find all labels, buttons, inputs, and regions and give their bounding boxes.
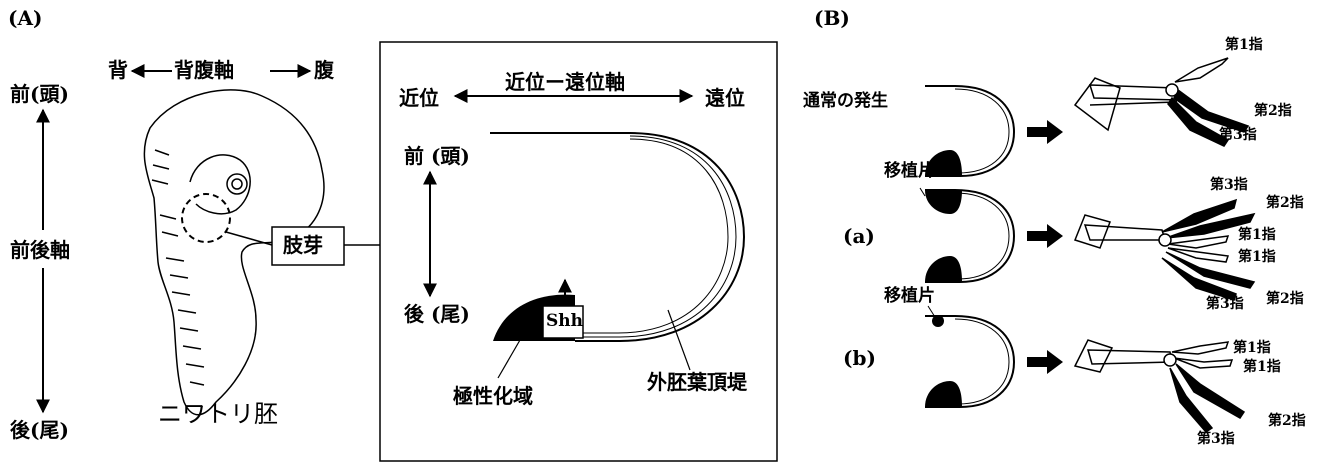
aer-label: 外胚葉頂堤 [647, 370, 747, 394]
limb-bud-highlight [181, 193, 231, 243]
pd-axis-distal: 遠位 [705, 86, 745, 110]
limb-bud-box [271, 226, 345, 266]
dv-axis-title: 背腹軸 [174, 58, 234, 82]
condition-b-label: (b) [843, 346, 876, 370]
pd-axis-proximal: 近位 [399, 86, 439, 110]
b-digit-3: 第3指 [1197, 431, 1235, 447]
normal-digit-3: 第3指 [1219, 127, 1257, 143]
inset-anterior: 前 (頭) [404, 144, 470, 168]
graft-a-label: 移植片 [884, 161, 935, 181]
normal-label: 通常の発生 [803, 91, 888, 111]
pd-axis-title: 近位ー遠位軸 [505, 70, 625, 94]
chick-embryo [143, 89, 325, 416]
result-arrow-b [1027, 350, 1063, 374]
panel-a-label: (A) [8, 6, 43, 30]
a-digit-3-bottom: 第3指 [1206, 296, 1244, 312]
dv-axis-dorsal: 背 [108, 58, 128, 82]
ap-axis-title: 前後軸 [10, 238, 70, 262]
condition-a-label: (a) [843, 224, 875, 248]
a-digit-2-top: 第2指 [1266, 195, 1304, 211]
a-digit-3-top: 第3指 [1210, 177, 1248, 193]
a-digit-1-bottom: 第1指 [1238, 249, 1276, 265]
graft-b-label: 移植片 [884, 286, 935, 306]
shh-label: Shh [546, 311, 583, 331]
bud-a [925, 189, 1016, 283]
result-arrow-a [1027, 224, 1063, 248]
a-digit-2-bottom: 第2指 [1266, 291, 1304, 307]
limb-bud-outline [490, 132, 746, 342]
graft-leader-a [919, 187, 926, 197]
zpa-label: 極性化域 [453, 384, 533, 408]
dv-axis-ventral: 腹 [314, 58, 334, 82]
bud-b [925, 315, 1016, 408]
b-digit-1-bottom: 第1指 [1243, 359, 1281, 375]
wing-a [1074, 198, 1256, 301]
aer-leader [667, 309, 691, 371]
wing-b [1073, 339, 1246, 433]
result-arrow-normal [1027, 120, 1063, 144]
normal-digit-1: 第1指 [1225, 37, 1263, 53]
limb-bud-label: 肢芽 [283, 233, 323, 257]
wing-normal [1073, 57, 1250, 147]
normal-digit-2: 第2指 [1254, 103, 1292, 119]
limb-bud-leader [225, 231, 273, 246]
bud-normal [925, 85, 1016, 177]
shh-box [542, 305, 584, 339]
ap-axis-posterior: 後(尾) [10, 418, 69, 442]
b-digit-2: 第2指 [1268, 413, 1306, 429]
ap-axis-anterior: 前(頭) [10, 82, 69, 106]
b-digit-1-top: 第1指 [1233, 340, 1271, 356]
a-digit-1-top: 第1指 [1238, 227, 1276, 243]
embryo-caption: ニワトリ胚 [158, 400, 278, 428]
graft-leader-b [927, 305, 936, 318]
inset-posterior: 後 (尾) [404, 302, 470, 326]
inset-frame [379, 41, 778, 462]
panel-b-label: (B) [814, 6, 850, 30]
zpa-leader [497, 339, 521, 379]
